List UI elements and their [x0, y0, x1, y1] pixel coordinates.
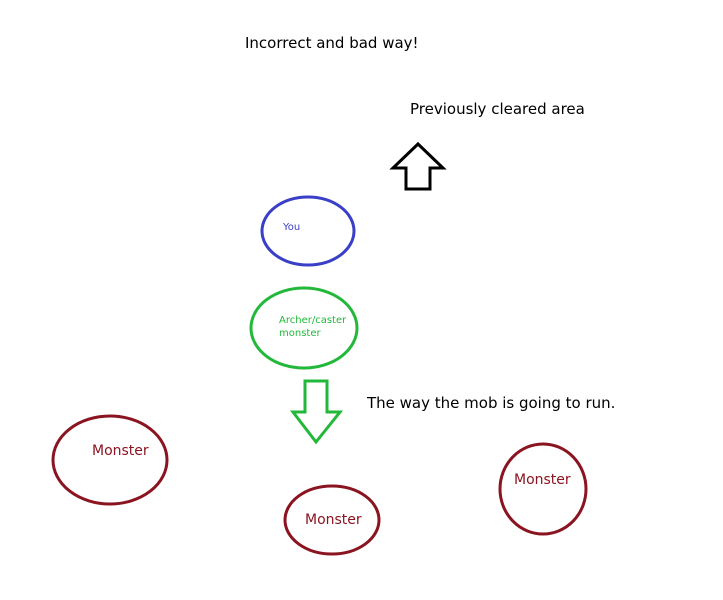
- cleared-area-label: Previously cleared area: [410, 100, 585, 118]
- monster-center-node: [283, 484, 381, 556]
- monster-left-label: Monster: [92, 443, 149, 459]
- down-arrow-icon: [289, 379, 344, 445]
- you-node: [260, 195, 356, 267]
- monster-right-label: Monster: [514, 472, 571, 488]
- archer-label-line1: Archer/caster: [279, 315, 347, 326]
- monster-center-label: Monster: [305, 512, 362, 528]
- monster-left-node: [51, 414, 169, 506]
- you-label: You: [282, 222, 300, 233]
- archer-node: [249, 286, 359, 370]
- archer-label-line2: monster: [279, 328, 321, 339]
- mob-direction-label: The way the mob is going to run.: [366, 394, 615, 412]
- diagram-title: Incorrect and bad way!: [245, 34, 419, 52]
- monster-right-node: [498, 442, 588, 536]
- up-arrow-icon: [389, 141, 447, 191]
